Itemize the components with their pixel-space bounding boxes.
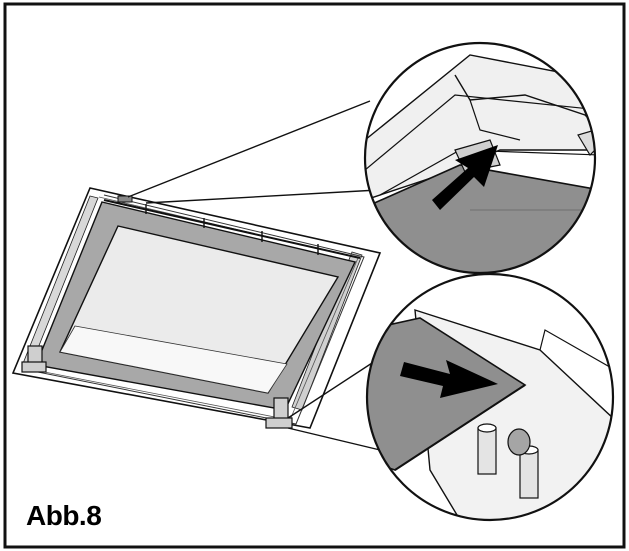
lower-pin-left (477, 423, 497, 475)
lower-pin-right (519, 445, 539, 499)
upper-detail-magnifier (363, 41, 597, 275)
top-left-clip (117, 195, 133, 203)
top-rail-clips (145, 204, 319, 255)
oven-door (11, 187, 382, 429)
gasket-line-1 (27, 194, 365, 425)
inner-glass-lower-band (59, 325, 288, 394)
lower-detail-magnifier (365, 272, 615, 522)
bottom-left-hinge (21, 345, 47, 373)
upper-gasket-channel (365, 54, 595, 201)
arrow-up-right-icon (432, 145, 498, 210)
arrow-right-icon (400, 360, 498, 398)
figure-label: Abb.8 (26, 500, 102, 531)
bottom-right-hinge (265, 397, 293, 429)
lower-bracket-hole (507, 428, 531, 456)
